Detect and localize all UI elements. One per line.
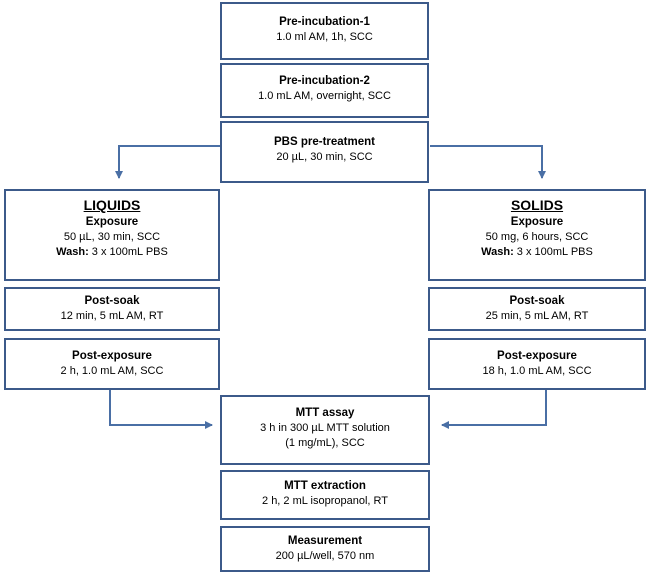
solids-postsoak-box: Post-soak 25 min, 5 mL AM, RT xyxy=(428,287,646,331)
mtt-extraction-detail: 2 h, 2 mL isopropanol, RT xyxy=(262,495,388,507)
pre-incubation-1-detail: 1.0 ml AM, 1h, SCC xyxy=(276,31,373,43)
solids-wash-detail: 3 x 100mL PBS xyxy=(513,246,593,258)
pre-incubation-2-detail: 1.0 mL AM, overnight, SCC xyxy=(258,90,391,102)
arrow-to-solids xyxy=(430,145,546,179)
pbs-pretreatment-detail: 20 µL, 30 min, SCC xyxy=(276,151,373,163)
liquids-header: LIQUIDS xyxy=(83,197,141,213)
solids-header: SOLIDS xyxy=(510,197,564,213)
pre-incubation-1-box: Pre-incubation-1 1.0 ml AM, 1h, SCC xyxy=(220,2,429,60)
solids-postsoak-title: Post-soak xyxy=(509,295,565,307)
arrow-solids-to-mtt xyxy=(441,390,547,429)
solids-exposure-box: SOLIDS Exposure 50 mg, 6 hours, SCC Wash… xyxy=(428,189,646,281)
solids-postexposure-detail: 18 h, 1.0 mL AM, SCC xyxy=(482,365,592,377)
pre-incubation-2-box: Pre-incubation-2 1.0 mL AM, overnight, S… xyxy=(220,63,429,118)
liquids-wash-detail: 3 x 100mL PBS xyxy=(88,246,168,258)
solids-exposure-title: Exposure xyxy=(510,216,564,228)
solids-wash-label: Wash: xyxy=(481,246,514,258)
arrow-liquids-to-mtt xyxy=(109,390,213,429)
liquids-postexposure-box: Post-exposure 2 h, 1.0 mL AM, SCC xyxy=(4,338,220,390)
mtt-extraction-box: MTT extraction 2 h, 2 mL isopropanol, RT xyxy=(220,470,430,520)
pre-incubation-2-title: Pre-incubation-2 xyxy=(279,75,370,87)
liquids-exposure-box: LIQUIDS Exposure 50 µL, 30 min, SCC Wash… xyxy=(4,189,220,281)
liquids-postexposure-detail: 2 h, 1.0 mL AM, SCC xyxy=(60,365,164,377)
liquids-wash-label: Wash: xyxy=(56,246,89,258)
solids-postexposure-box: Post-exposure 18 h, 1.0 mL AM, SCC xyxy=(428,338,646,390)
arrow-to-liquids xyxy=(115,145,220,179)
solids-exposure-detail: 50 mg, 6 hours, SCC xyxy=(485,231,589,243)
solids-wash-line: Wash: 3 x 100mL PBS xyxy=(430,245,644,260)
pbs-pretreatment-title: PBS pre-treatment xyxy=(274,136,375,148)
measurement-box: Measurement 200 µL/well, 570 nm xyxy=(220,526,430,572)
liquids-postexposure-title: Post-exposure xyxy=(72,350,152,362)
pbs-pretreatment-box: PBS pre-treatment 20 µL, 30 min, SCC xyxy=(220,121,429,183)
liquids-exposure-title: Exposure xyxy=(85,216,139,228)
liquids-postsoak-title: Post-soak xyxy=(84,295,140,307)
mtt-assay-box: MTT assay 3 h in 300 µL MTT solution (1 … xyxy=(220,395,430,465)
measurement-title: Measurement xyxy=(287,535,363,547)
solids-postexposure-title: Post-exposure xyxy=(497,350,577,362)
liquids-postsoak-detail: 12 min, 5 mL AM, RT xyxy=(60,310,164,322)
solids-postsoak-detail: 25 min, 5 mL AM, RT xyxy=(485,310,589,322)
liquids-postsoak-box: Post-soak 12 min, 5 mL AM, RT xyxy=(4,287,220,331)
mtt-assay-title: MTT assay xyxy=(295,407,355,419)
pre-incubation-1-title: Pre-incubation-1 xyxy=(279,16,370,28)
mtt-extraction-title: MTT extraction xyxy=(284,480,366,492)
liquids-wash-line: Wash: 3 x 100mL PBS xyxy=(6,245,218,260)
mtt-assay-line2: (1 mg/mL), SCC xyxy=(285,437,365,449)
liquids-exposure-detail: 50 µL, 30 min, SCC xyxy=(63,231,161,243)
measurement-detail: 200 µL/well, 570 nm xyxy=(275,550,375,562)
mtt-assay-line1: 3 h in 300 µL MTT solution xyxy=(260,422,390,434)
